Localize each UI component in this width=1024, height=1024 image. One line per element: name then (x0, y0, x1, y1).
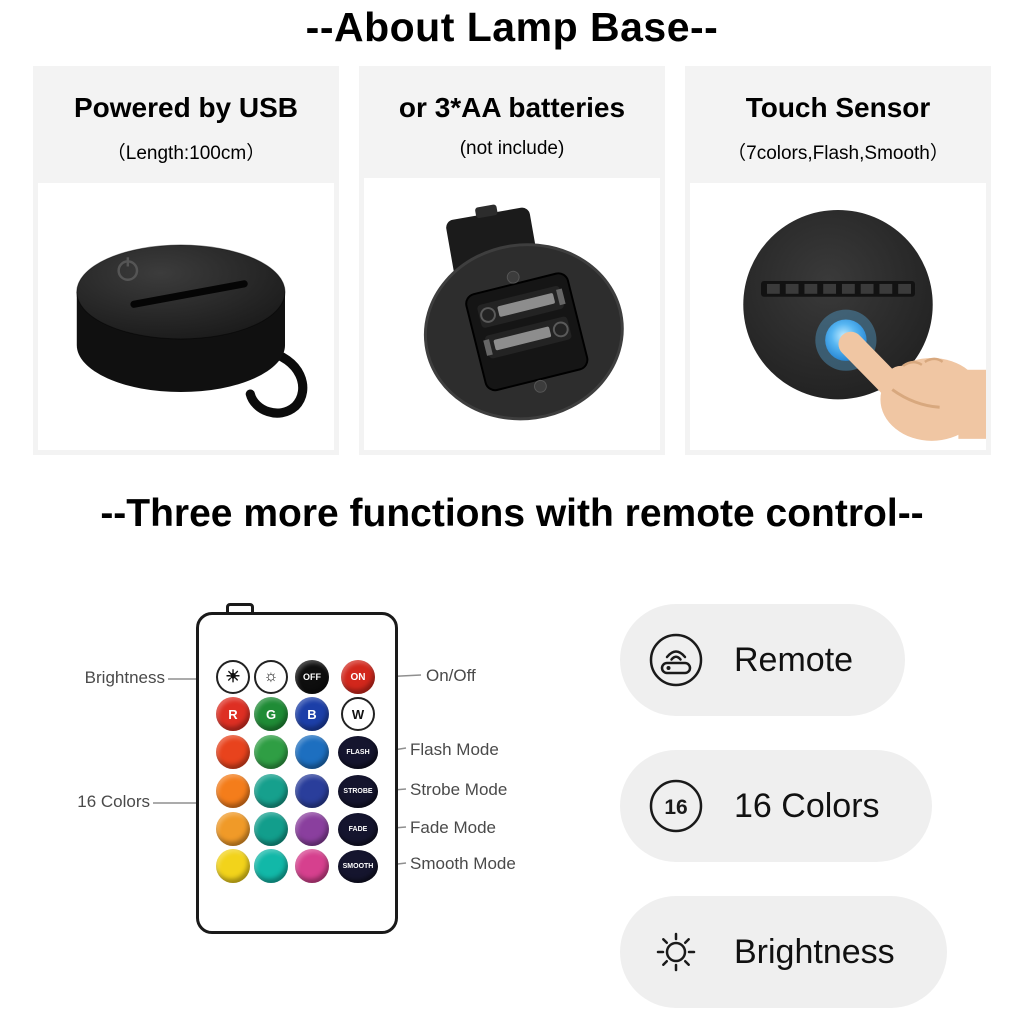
color-button (254, 774, 288, 808)
callout-on-off: On/Off (426, 666, 476, 685)
remote-icon (648, 632, 704, 688)
badge-label: 16 Colors (734, 786, 880, 825)
red-button: R (216, 697, 250, 731)
strobe-mode-button: STROBE (338, 774, 378, 808)
battery-spring (480, 307, 496, 323)
touch-sensor-photo (690, 183, 986, 450)
feature-battery-power: or 3*AA batteries (not include) (359, 66, 665, 455)
white-button: W (341, 697, 375, 731)
color-button (254, 849, 288, 883)
touch-sensor-illustration (743, 209, 986, 441)
off-button: OFF (295, 660, 329, 694)
badge-remote: Remote (620, 604, 906, 716)
screw (506, 270, 520, 284)
brightness-icon (648, 924, 704, 980)
feature-subheading: （Length:100cm） (106, 143, 266, 164)
section-title: --Three more functions with remote contr… (100, 492, 924, 535)
callout-fade-mode: Fade Mode (410, 818, 496, 837)
usb-lamp-base-illustration (76, 244, 308, 418)
feature-subheading: （7colors,Flash,Smooth） (727, 143, 949, 164)
battery-compartment-photo (364, 178, 660, 450)
green-button: G (254, 697, 288, 731)
pointing-hand (838, 331, 986, 441)
badge-brightness: Brightness (620, 896, 947, 1008)
on-button: ON (341, 660, 375, 694)
callout-16-colors: 16 Colors (77, 792, 150, 811)
battery-label-strip (497, 293, 555, 317)
color-button (254, 735, 288, 769)
brightness-down-button: ☼ (254, 660, 288, 694)
feature-heading: Powered by USB (73, 92, 299, 123)
callout-smooth-mode: Smooth Mode (410, 854, 516, 873)
color-button (216, 849, 250, 883)
battery-holder (465, 270, 589, 393)
svg-text:16: 16 (664, 796, 687, 819)
lamp-slot (130, 280, 248, 308)
flash-mode-button: FLASH (338, 735, 378, 769)
lamp-base-top-view (743, 209, 933, 400)
16-colors-icon: 16 (648, 778, 704, 834)
color-button (216, 812, 250, 846)
badge-label: Remote (734, 640, 854, 679)
feature-heading: or 3*AA batteries (398, 92, 626, 123)
color-button (295, 849, 329, 883)
feature-subheading: (not include) (459, 138, 565, 159)
color-button (295, 812, 329, 846)
color-button (254, 812, 288, 846)
feature-touch-sensor: Touch Sensor （7colors,Flash,Smooth） (685, 66, 991, 455)
feature-usb-power: Powered by USB （Length:100cm） (33, 66, 339, 455)
led-strip (761, 280, 915, 297)
badge-label: Brightness (734, 932, 895, 971)
blue-button: B (295, 697, 329, 731)
callout-brightness: Brightness (84, 668, 165, 687)
feature-heading: Touch Sensor (745, 92, 931, 123)
smooth-mode-button: SMOOTH (338, 849, 378, 883)
badge-16-colors: 16 16 Colors (620, 750, 932, 862)
callout-strobe-mode: Strobe Mode (410, 780, 508, 799)
brightness-up-button: ☀ (216, 660, 250, 694)
battery-spring (552, 321, 569, 338)
color-button (216, 735, 250, 769)
battery-label-strip (493, 326, 552, 351)
page-title: --About Lamp Base-- (305, 4, 719, 50)
color-button (216, 774, 250, 808)
fade-mode-button: FADE (338, 812, 378, 846)
battery-base-illustration (423, 204, 624, 421)
usb-lamp-base-photo (38, 183, 334, 450)
features-row: Powered by USB （Length:100cm） (33, 66, 991, 455)
callout-flash-mode: Flash Mode (410, 740, 499, 759)
power-touch-icon (117, 257, 139, 281)
led-chips (766, 283, 912, 294)
color-button (295, 774, 329, 808)
screw (533, 379, 547, 393)
usb-cable (245, 346, 308, 418)
color-button (295, 735, 329, 769)
